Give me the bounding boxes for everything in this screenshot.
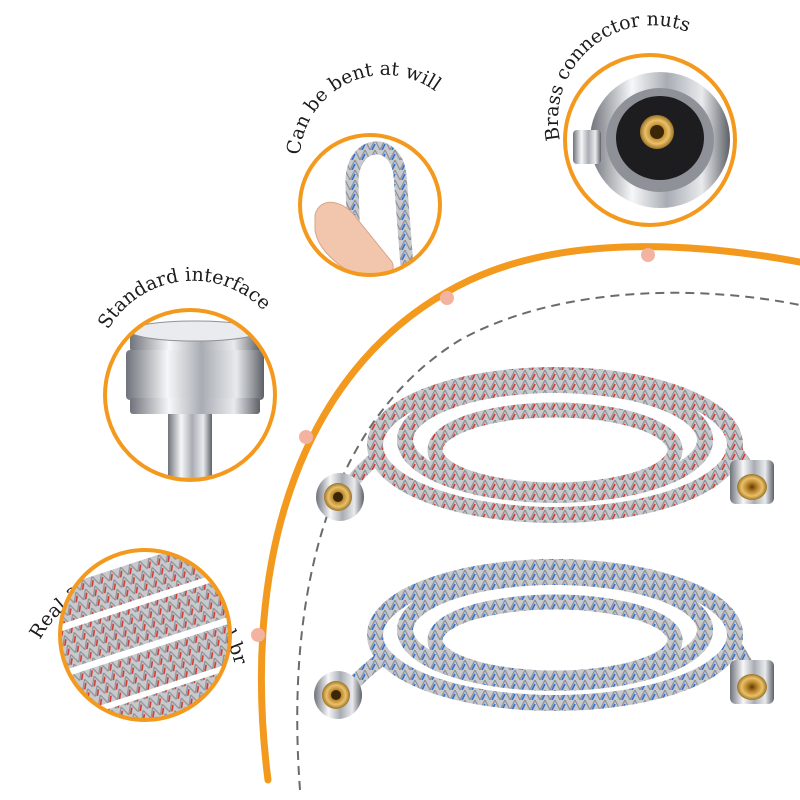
hose-red-left-nut bbox=[316, 473, 364, 521]
hose-red-right-nut bbox=[730, 460, 774, 504]
feature-circle-steel-braid bbox=[58, 548, 232, 722]
arc-dot bbox=[641, 248, 655, 262]
orange-arc bbox=[257, 243, 800, 784]
hose-blue-right-nut bbox=[730, 660, 774, 704]
feature-bendable: Can be bent at will bbox=[283, 58, 445, 277]
feature-circle-brass-connector bbox=[563, 53, 737, 227]
feature-circle-bendable bbox=[298, 133, 442, 277]
feature-standard-interface: Standard interface bbox=[94, 264, 277, 482]
arc-dot bbox=[251, 628, 265, 642]
dashed-arc bbox=[296, 291, 800, 791]
arc-dot bbox=[299, 430, 313, 444]
hose-blue-left-nut bbox=[314, 671, 362, 719]
feature-brass-connector: Brass connector nuts bbox=[541, 8, 737, 227]
hose-red bbox=[316, 367, 774, 523]
hose-blue bbox=[314, 559, 774, 719]
feature-circle-standard-interface bbox=[103, 308, 277, 482]
arc-dot bbox=[440, 291, 454, 305]
